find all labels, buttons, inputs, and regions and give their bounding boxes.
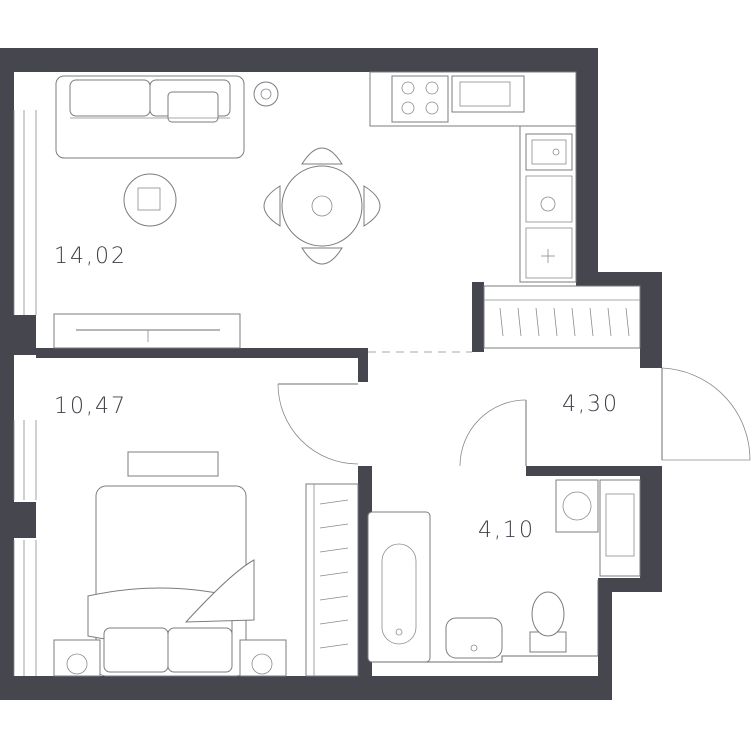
wardrobe-bedroom-icon bbox=[305, 483, 359, 677]
dishwasher-icon bbox=[525, 175, 573, 223]
bathroom-area-label: 4,10 bbox=[478, 518, 535, 543]
bed-icon bbox=[87, 451, 255, 677]
entrance-door-icon[interactable] bbox=[661, 367, 751, 461]
bathroom-door-icon[interactable] bbox=[459, 399, 527, 467]
armchair-icon bbox=[123, 173, 177, 227]
nightstand-left-icon bbox=[53, 639, 101, 677]
wardrobe-icon bbox=[483, 285, 641, 349]
bathroom-wall-step bbox=[372, 580, 599, 663]
fridge-icon bbox=[525, 227, 573, 279]
nightstand-right-icon bbox=[239, 639, 287, 677]
bathroom-sink-icon bbox=[445, 617, 503, 659]
floor-lamp-icon bbox=[253, 81, 279, 107]
washing-machine-icon bbox=[555, 479, 599, 533]
sofa-icon bbox=[55, 75, 245, 159]
stove-icon bbox=[391, 75, 449, 123]
windows bbox=[13, 110, 37, 676]
dining-table-icon bbox=[263, 147, 381, 265]
bathtub-icon bbox=[367, 511, 431, 663]
bedroom-door-icon[interactable] bbox=[277, 383, 359, 465]
tv-unit-icon bbox=[53, 313, 241, 349]
living-room-area-label: 14,02 bbox=[54, 244, 127, 269]
toilet-icon bbox=[529, 591, 567, 653]
bedroom-area-label: 10,47 bbox=[54, 394, 127, 419]
walls bbox=[0, 48, 662, 700]
microwave-icon bbox=[451, 75, 525, 113]
hallway-area-label: 4,30 bbox=[562, 392, 619, 417]
sink-icon bbox=[525, 133, 573, 171]
shelf-unit-icon bbox=[599, 479, 641, 577]
